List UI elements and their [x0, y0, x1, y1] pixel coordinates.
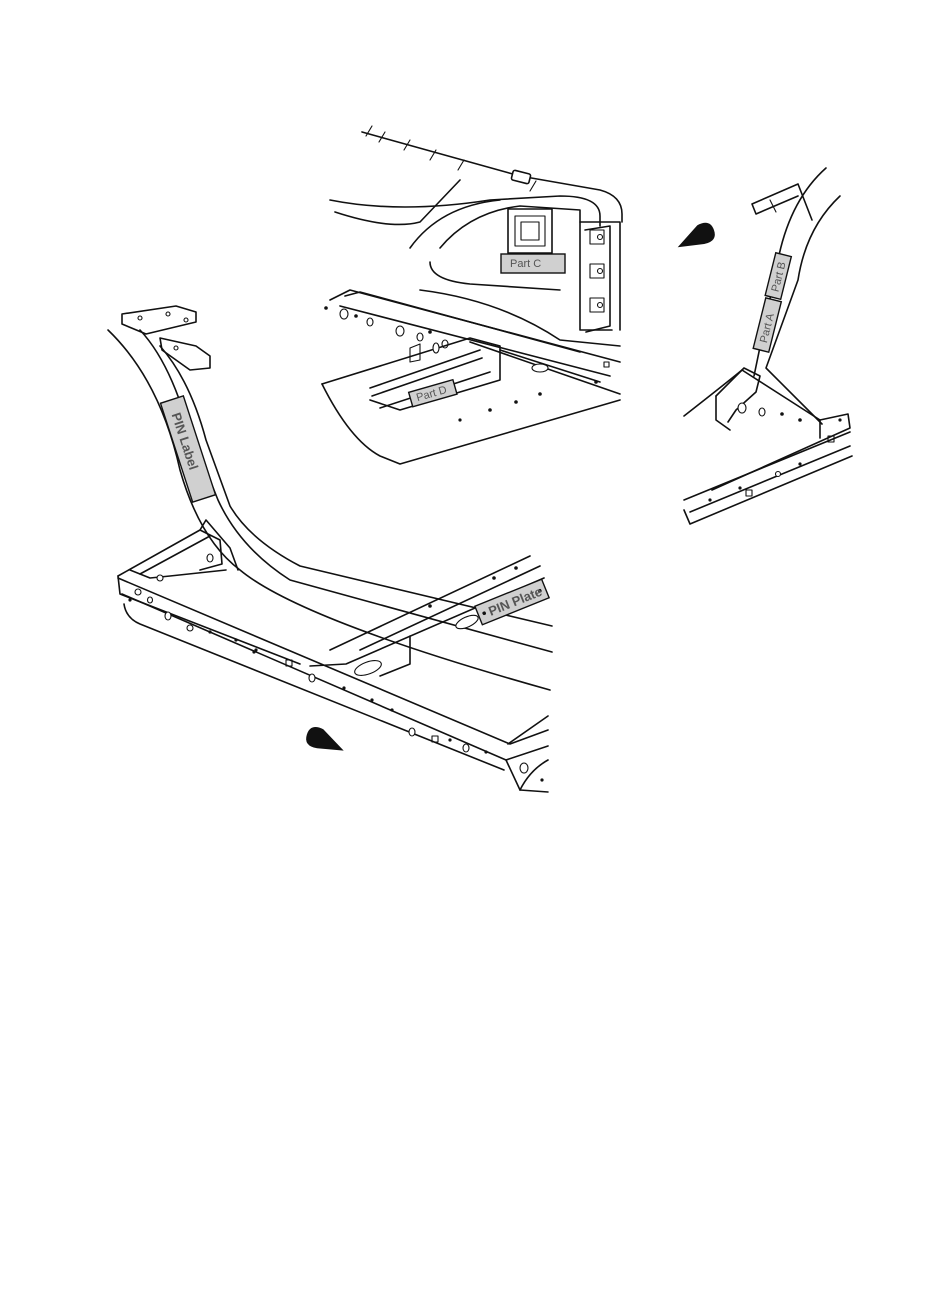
inset-rear-corner: Part B Part A: [673, 168, 852, 524]
pin-label-label: PIN Label: [161, 396, 216, 502]
inset-cab-rear: Part C Part D: [322, 126, 622, 464]
part-d-label: Part D: [409, 380, 457, 407]
part-a-label: Part A: [753, 298, 781, 352]
direction-arrow-icon: [673, 220, 718, 253]
part-c-text: Part C: [510, 258, 541, 270]
direction-arrow-icon: [304, 725, 348, 757]
part-b-label: Part B: [765, 253, 791, 300]
main-frame-view: PIN Label PIN Plate: [108, 306, 552, 792]
pin-plate-label: PIN Plate: [475, 579, 549, 625]
part-c-label: Part C: [501, 254, 565, 273]
